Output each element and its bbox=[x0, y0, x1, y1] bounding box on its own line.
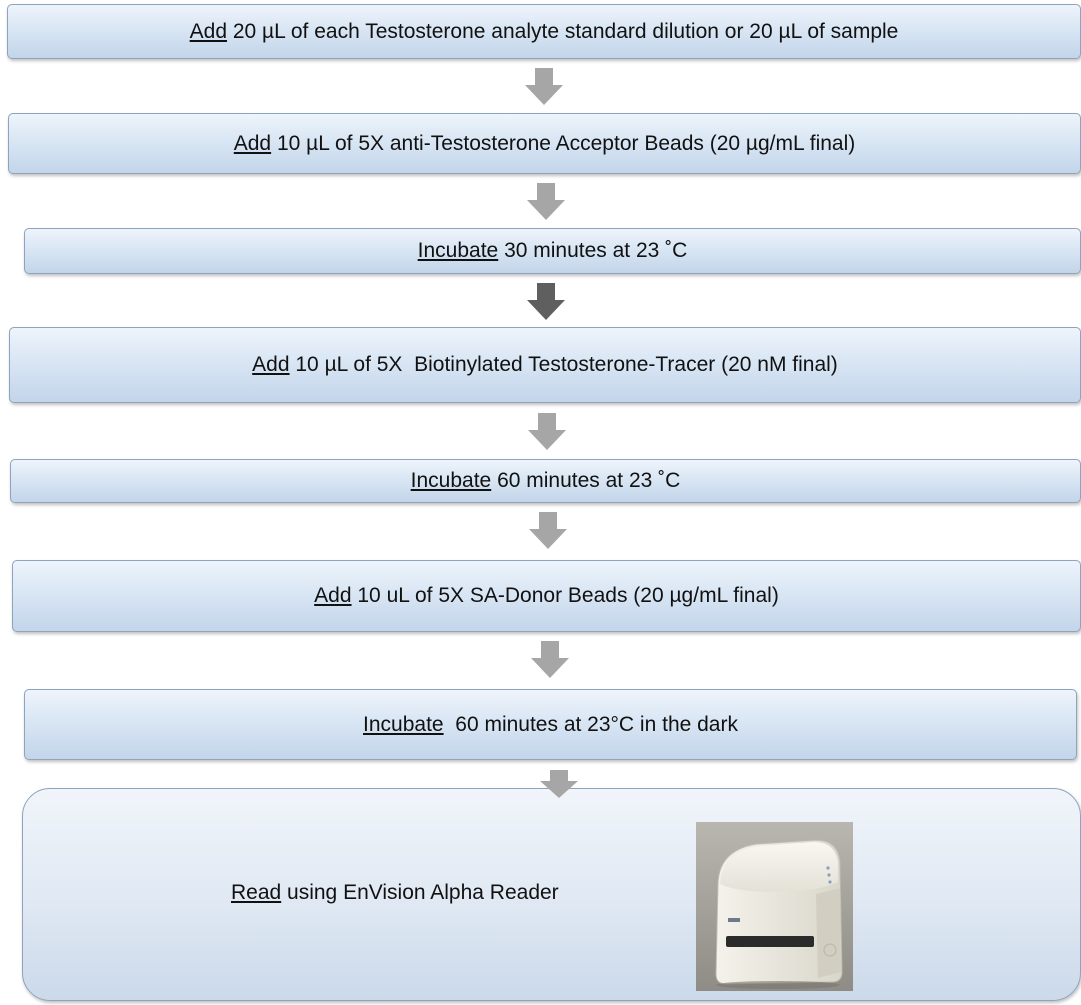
step-verb: Incubate bbox=[363, 712, 444, 736]
down-arrow-icon bbox=[529, 512, 567, 549]
step-verb: Incubate bbox=[417, 239, 499, 262]
step-verb: Incubate bbox=[410, 469, 492, 492]
down-arrow-icon bbox=[531, 641, 569, 678]
step-text: 10 µL of 5X anti-Testosterone Acceptor B… bbox=[271, 131, 856, 155]
step-verb: Read bbox=[231, 881, 282, 904]
step-text: 10 µL of 5X Biotinylated Testosterone-Tr… bbox=[289, 353, 838, 376]
step-text: using EnVision Alpha Reader bbox=[281, 881, 559, 904]
step-incubate-60: Incubate 60 minutes at 23 ˚C bbox=[10, 459, 1081, 503]
step-add-acceptor-beads: Add 10 µL of 5X anti-Testosterone Accept… bbox=[8, 113, 1081, 174]
step-add-tracer: Add 10 µL of 5X Biotinylated Testosteron… bbox=[9, 327, 1081, 403]
step-incubate-30: Incubate 30 minutes at 23 ˚C bbox=[24, 228, 1081, 274]
down-arrow-icon bbox=[527, 283, 565, 320]
down-arrow-icon bbox=[527, 183, 565, 220]
step-incubate-dark: Incubate 60 minutes at 23°C in the dark bbox=[24, 689, 1077, 760]
step-read: Read using EnVision Alpha Reader bbox=[22, 788, 1081, 1001]
step-add-donor-beads: Add 10 uL of 5X SA-Donor Beads (20 µg/mL… bbox=[12, 560, 1081, 632]
step-text: 60 minutes at 23°C in the dark bbox=[443, 712, 738, 736]
step-verb: Add bbox=[252, 353, 290, 376]
step-text: 60 minutes at 23 ˚C bbox=[491, 469, 681, 492]
step-verb: Add bbox=[189, 19, 228, 43]
down-arrow-icon bbox=[540, 770, 578, 798]
down-arrow-icon bbox=[528, 413, 566, 450]
plate-reader-instrument-image bbox=[696, 822, 853, 991]
step-text: 20 µL of each Testosterone analyte stand… bbox=[227, 19, 899, 43]
read-label: Read using EnVision Alpha Reader bbox=[231, 881, 559, 905]
step-verb: Add bbox=[233, 131, 272, 155]
down-arrow-icon bbox=[525, 68, 563, 105]
step-add-sample: Add 20 µL of each Testosterone analyte s… bbox=[7, 4, 1081, 59]
step-verb: Add bbox=[314, 584, 352, 607]
step-text: 30 minutes at 23 ˚C bbox=[498, 239, 688, 262]
step-text: 10 uL of 5X SA-Donor Beads (20 µg/mL fin… bbox=[351, 584, 779, 607]
